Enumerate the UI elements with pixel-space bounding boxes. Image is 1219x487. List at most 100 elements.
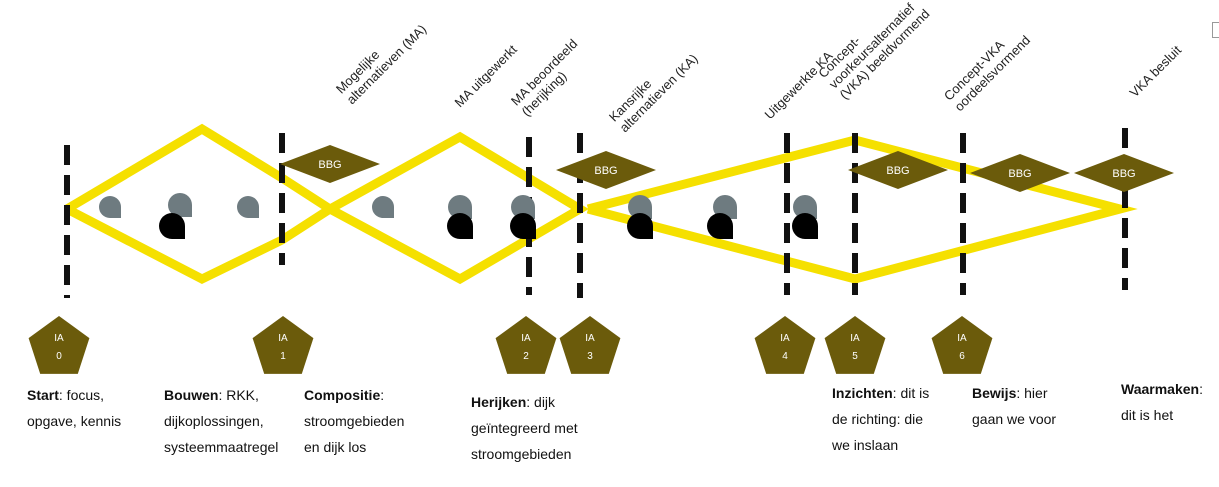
ia-badge: IA1 xyxy=(252,316,314,374)
caption-text: : xyxy=(380,387,385,403)
grey-drop-icon xyxy=(628,195,652,219)
ia-label: IA xyxy=(54,333,64,344)
bbg-label: BBG xyxy=(1112,168,1135,180)
ia-pentagon xyxy=(559,316,621,374)
ia-badge: IA 6 xyxy=(931,316,993,374)
ia-pentagon xyxy=(754,316,816,374)
caption-line: systeemmaatregel xyxy=(164,439,279,455)
caption-line: opgave, kennis xyxy=(27,413,122,429)
grey-drop-icon xyxy=(713,195,737,219)
caption-text: : dijk xyxy=(526,394,556,410)
ia-label: IA xyxy=(957,333,967,344)
bbg-diamond xyxy=(1074,154,1174,192)
bbg-label: BBG xyxy=(1008,168,1031,180)
black-drop-icon xyxy=(510,213,536,239)
grey-drop-icon xyxy=(99,196,121,218)
caption-keyword: Bouwen xyxy=(164,387,219,403)
ia-number: 3 xyxy=(587,351,593,362)
ia-badge: IA4 xyxy=(754,316,816,374)
caption-first-line: Compositie: xyxy=(304,382,404,408)
bbg-badge: BBG xyxy=(556,151,656,189)
ia-number: 5 xyxy=(852,351,858,362)
funnel-shape-1 xyxy=(586,135,1138,284)
grey-drop-icon xyxy=(793,195,817,219)
grey-drop-icon xyxy=(448,195,472,219)
caption-line: dit is het xyxy=(1121,407,1174,423)
ia-badge: IA 0 xyxy=(28,316,90,374)
caption-keyword: Bewijs xyxy=(972,385,1017,401)
milestone-label: Uitgewerkte KA xyxy=(762,48,836,122)
bbg-badge: BBG xyxy=(970,154,1070,192)
stage-caption: Bouwen: RKK, dijkoplossingen, systeemmaatr… xyxy=(164,382,278,460)
caption-text: : dit is xyxy=(892,385,930,401)
black-drop-icon xyxy=(159,213,185,239)
caption-text: : RKK, xyxy=(218,387,259,403)
caption-text: : xyxy=(1199,381,1203,397)
ia-number: 4 xyxy=(782,351,788,362)
stage-caption: Bewijs: hier gaan we voor xyxy=(972,380,1056,432)
ia-pentagon xyxy=(28,316,90,374)
bbg-diamond xyxy=(280,145,380,183)
caption-first-line: Waarmaken: xyxy=(1121,376,1203,402)
milestone-label: Mogelijkealternatieven (MA) xyxy=(333,11,429,107)
bbg-badge: BBG xyxy=(280,145,380,183)
scroll-edge-icon xyxy=(1212,22,1219,38)
stage-caption: Compositie: stroomgebieden en dijk los xyxy=(304,382,404,460)
caption-text: : hier xyxy=(1016,385,1048,401)
caption-first-line: Herijken: dijk xyxy=(471,389,578,415)
caption-first-line: Inzichten: dit is xyxy=(832,380,929,406)
grey-drop-icon xyxy=(168,193,192,217)
caption-first-line: Bouwen: RKK, xyxy=(164,382,278,408)
milestone-label-line: VKA besluit xyxy=(1127,42,1185,100)
black-drop-icon xyxy=(447,213,473,239)
ia-number: 0 xyxy=(56,351,62,362)
caption-keyword: Inzichten xyxy=(832,385,893,401)
ia-pentagon xyxy=(824,316,886,374)
caption-keyword: Start xyxy=(27,387,59,403)
bbg-badge: BBG xyxy=(848,151,948,189)
ia-number: 6 xyxy=(959,351,965,362)
caption-line: gaan we voor xyxy=(972,411,1057,427)
bbg-label: BBG xyxy=(594,165,617,177)
black-drop-icon xyxy=(707,213,733,239)
caption-line: de richting: die xyxy=(832,411,924,427)
caption-keyword: Compositie xyxy=(304,387,381,403)
grey-drop-icon xyxy=(237,196,259,218)
ia-badge: IA 3 xyxy=(559,316,621,374)
milestone-label: Concept-voorkeursalternatief(VKA) beeldv… xyxy=(815,0,932,102)
ia-label: IA xyxy=(278,333,288,344)
ia-pentagon xyxy=(495,316,557,374)
milestone-label: Kansrijkealternatieven (KA) xyxy=(606,40,701,135)
caption-line: en dijk los xyxy=(304,439,367,455)
bbg-diamond xyxy=(848,151,948,189)
stage-caption: Waarmaken: dit is het xyxy=(1121,376,1203,428)
ia-label: IA xyxy=(585,333,595,344)
ia-badge: IA5 xyxy=(824,316,886,374)
caption-line: dijkoplossingen, xyxy=(164,413,264,429)
caption-keyword: Herijken xyxy=(471,394,527,410)
ia-pentagon xyxy=(931,316,993,374)
bbg-badge: BBG xyxy=(1074,154,1174,192)
caption-keyword: Waarmaken xyxy=(1121,381,1200,397)
caption-line: we inslaan xyxy=(832,437,899,453)
caption-line: stroomgebieden xyxy=(304,413,405,429)
bbg-diamond xyxy=(556,151,656,189)
caption-text: : focus, xyxy=(58,387,105,403)
black-drop-icon xyxy=(792,213,818,239)
caption-first-line: Bewijs: hier xyxy=(972,380,1056,406)
bbg-diamond xyxy=(970,154,1070,192)
milestone-label-line: Uitgewerkte KA xyxy=(762,48,836,122)
milestone-label: Concept-VKAoordeelsvormend xyxy=(941,22,1033,114)
milestone-label: VKA besluit xyxy=(1127,42,1185,100)
bbg-label: BBG xyxy=(886,165,909,177)
ia-number: 2 xyxy=(523,351,529,362)
black-drop-icon xyxy=(627,213,653,239)
milestone-label: MA beoordeeld(herijking) xyxy=(508,36,591,119)
stage-caption: Inzichten: dit is de richting: die we insl… xyxy=(832,380,929,458)
caption-line: geïntegreerd met xyxy=(471,420,578,436)
caption-first-line: Start: focus, xyxy=(27,382,121,408)
ia-label: IA xyxy=(521,333,531,344)
bbg-label: BBG xyxy=(318,159,341,171)
